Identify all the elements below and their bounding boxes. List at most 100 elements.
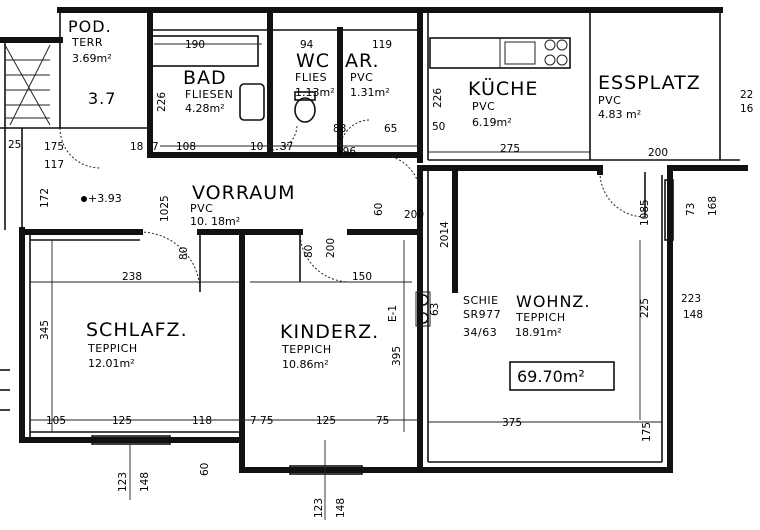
dim-label: 375: [502, 417, 522, 429]
dim-label: 196: [336, 146, 356, 158]
dim-label: 37: [280, 141, 293, 153]
dim-label: 125: [316, 415, 336, 427]
dim-label: 225: [639, 298, 651, 318]
dim-label: 226: [156, 92, 168, 112]
room-area: 3.69m²: [72, 52, 112, 65]
dim-label: 200: [325, 238, 337, 258]
dim-label: 172: [39, 188, 51, 208]
room-area: 6.19m²: [472, 116, 512, 129]
dim-label: 190: [185, 39, 205, 51]
room-name: ESSPLATZ: [598, 72, 701, 94]
dim-label: 175: [44, 141, 64, 153]
dim-label: 88: [333, 123, 346, 135]
dim-label: 94: [300, 39, 314, 51]
dim-label: 63: [429, 303, 441, 316]
elec-label: E-1: [387, 305, 399, 322]
room-area: 10. 18m²: [190, 215, 240, 228]
dim-label: 148: [683, 309, 703, 321]
dim-label: 16: [740, 103, 754, 115]
dim-label: 50: [432, 121, 445, 133]
room-name: AR.: [345, 50, 380, 72]
dim-label: 148: [335, 498, 347, 518]
stair-number: 3.7: [88, 89, 116, 108]
room-floor: PVC: [350, 71, 373, 84]
dim-label: 7: [152, 141, 159, 153]
room-schlafz: SCHLAFZ. TEPPICH 12.01m²: [86, 319, 188, 370]
level-marker-icon: [81, 196, 87, 202]
dim-label: 200: [404, 209, 424, 221]
room-floor: FLIES: [295, 71, 327, 84]
dim-label: 238: [122, 271, 142, 283]
room-area: 1.13m²: [295, 86, 335, 99]
dim-label: 22: [740, 89, 753, 101]
ratio-label: 34/63: [463, 326, 497, 339]
dim-label: 345: [39, 320, 51, 340]
dim-label: 2014: [439, 221, 451, 248]
dimension-lines: [30, 43, 662, 520]
room-name: SCHLAFZ.: [86, 319, 188, 341]
room-name: POD.: [68, 17, 112, 36]
room-area: 1.31m²: [350, 86, 390, 99]
schie-label: SCHIE: [463, 294, 499, 307]
dim-label: 1025: [159, 195, 171, 222]
room-name: WOHNZ.: [516, 292, 590, 311]
dim-label: 148: [139, 472, 151, 492]
dim-label: 175: [641, 422, 653, 442]
dim-label: 117: [44, 159, 64, 171]
room-kueche: KÜCHE PVC 6.19m²: [468, 77, 538, 129]
dim-label: 10: [250, 141, 263, 153]
room-ar: AR. PVC 1.31m²: [345, 50, 390, 99]
room-name: BAD: [183, 67, 227, 89]
room-floor: PVC: [598, 94, 621, 107]
dimension-texts: 190 94 119 226 226 50 25 175 18 7 108 10…: [8, 39, 754, 518]
room-floor: PVC: [472, 100, 495, 113]
dim-label: 150: [352, 271, 372, 283]
room-floor: TEPPICH: [515, 311, 566, 324]
dim-label: 60: [199, 463, 211, 476]
room-floor: TEPPICH: [87, 342, 138, 355]
dim-label: 168: [707, 196, 719, 216]
room-floor: PVC: [190, 202, 213, 215]
dim-label: 275: [500, 143, 520, 155]
dim-label: 65: [384, 123, 397, 135]
dim-label: 18: [130, 141, 143, 153]
dim-label: 123: [313, 498, 325, 518]
total-area-box: 69.70m²: [509, 361, 615, 391]
dim-label: 223: [681, 293, 701, 305]
room-name: KÜCHE: [468, 77, 538, 100]
room-floor: FLIESEN: [185, 88, 233, 101]
room-wohnz: SCHIE WOHNZ. SR977 TEPPICH 34/63 18.91m²: [463, 292, 590, 339]
room-name: KINDERZ.: [280, 321, 379, 343]
room-name: VORRAUM: [192, 182, 296, 204]
dim-label: 73: [685, 203, 697, 216]
room-area: 18.91m²: [515, 326, 562, 339]
level-label: +3.93: [88, 192, 122, 205]
sr-label: SR977: [463, 308, 501, 321]
room-area: 4.83 m²: [598, 108, 641, 121]
room-bad: BAD FLIESEN 4.28m²: [183, 67, 233, 115]
dim-label: 119: [372, 39, 392, 51]
room-vorraum: VORRAUM PVC 10. 18m²: [190, 182, 296, 228]
room-floor: TERR: [71, 36, 103, 49]
fixtures: [81, 35, 674, 475]
room-pod: POD. TERR 3.69m²: [68, 17, 112, 65]
dim-label: 7 75: [250, 415, 273, 427]
dim-label: 75: [376, 415, 389, 427]
dim-label: 25: [8, 139, 21, 151]
dim-label: 60: [373, 203, 385, 216]
room-area: 4.28m²: [185, 102, 225, 115]
room-name: WC: [296, 50, 330, 72]
room-wc: WC FLIES 1.13m²: [295, 50, 335, 99]
dim-label: 1085: [639, 199, 651, 226]
dim-label: 80: [303, 245, 315, 258]
dim-label: 200: [648, 147, 668, 159]
dim-label: 395: [391, 346, 403, 366]
dim-label: 108: [176, 141, 196, 153]
dim-label: 105: [46, 415, 66, 427]
dim-label: 80: [178, 247, 190, 260]
dim-label: 118: [192, 415, 212, 427]
total-area: 69.70m²: [517, 367, 585, 386]
dim-label: 123: [117, 472, 129, 492]
dim-label: 226: [432, 88, 444, 108]
